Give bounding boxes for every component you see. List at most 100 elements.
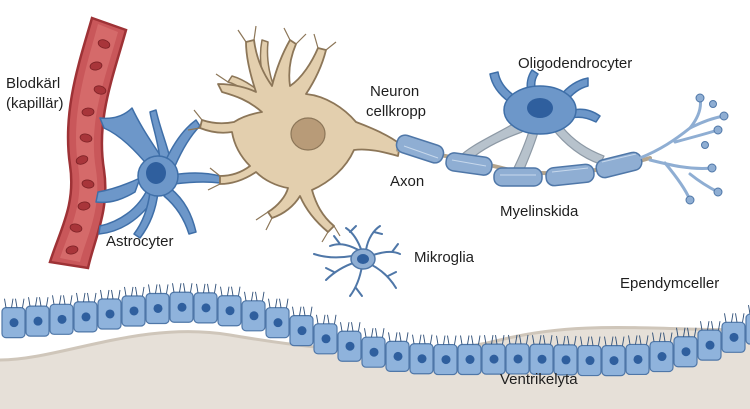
cilium [35, 297, 38, 307]
cilium [700, 321, 703, 331]
cilium [454, 335, 457, 345]
ependymal-nucleus [393, 351, 403, 361]
cilium [683, 327, 686, 337]
cilium [711, 321, 714, 331]
cilium [358, 322, 361, 332]
red-blood-cell [81, 107, 95, 117]
cilium [172, 283, 175, 293]
cilium [268, 298, 271, 308]
microglia-nucleus [357, 254, 369, 264]
cilium [628, 335, 631, 345]
cilium [203, 283, 206, 293]
cilium [207, 283, 210, 293]
cilium [478, 335, 481, 345]
ependymal-nucleus [273, 318, 283, 328]
astrocyte-process-lower-right [163, 187, 197, 235]
cilium [76, 292, 79, 302]
cilium [550, 335, 553, 345]
cilium [406, 332, 409, 342]
red-blood-cell [81, 179, 95, 189]
vessel-lumen [60, 24, 118, 262]
cilium [742, 313, 745, 323]
label-astrocyte: Astrocyter [106, 233, 174, 250]
cilium [196, 283, 199, 293]
label-oligodendrocyte: Oligodendrocyter [518, 55, 632, 72]
neuron-nucleus [290, 117, 326, 151]
cilium [598, 336, 601, 346]
cilium [676, 327, 679, 337]
ependymal-nucleus [57, 314, 67, 324]
cilium [286, 298, 289, 308]
cilium [371, 328, 374, 338]
cilium [423, 334, 426, 344]
cilium [46, 297, 49, 307]
red-blood-cell [93, 85, 107, 95]
ependymal-nucleus [585, 356, 595, 366]
cilium [622, 336, 625, 346]
ependymal-nucleus [729, 332, 739, 342]
cilium [419, 334, 422, 344]
ependymal-nucleus [321, 334, 331, 344]
cilium [52, 295, 55, 305]
cilium [28, 297, 31, 307]
cilium [334, 314, 337, 324]
label-blood-vessel-line1: Blodkärl [6, 75, 60, 92]
ependymal-nucleus [537, 354, 547, 364]
ependymal-nucleus [681, 347, 691, 357]
cilium [395, 332, 398, 342]
cilium [567, 335, 570, 345]
cilium [731, 313, 734, 323]
cilium [159, 284, 162, 294]
cilium [148, 284, 151, 294]
cilium [580, 336, 583, 346]
cilium [502, 335, 505, 345]
red-blood-cell [69, 223, 83, 233]
cilium [659, 332, 662, 342]
cilium [639, 335, 642, 345]
cilium [484, 335, 487, 345]
cilium [292, 306, 295, 316]
ependymal-cell [745, 313, 750, 345]
cilium [299, 306, 302, 316]
cilium [615, 336, 618, 346]
blood-vessel [48, 16, 128, 270]
cilium [591, 336, 594, 346]
ependymal-nucleus [369, 347, 379, 357]
ependymal-nucleus [441, 355, 451, 365]
astrocyte-process-upper-right [164, 119, 201, 167]
cilium [519, 334, 522, 345]
ependymal-nucleus [81, 312, 91, 322]
astrocyte-nucleus [146, 162, 166, 184]
ependymal-nucleus [705, 340, 715, 350]
neuron [187, 25, 401, 243]
cilium [556, 335, 559, 345]
cilium [495, 335, 498, 345]
ependymal-nucleus [153, 303, 163, 313]
ependymal-nucleus [633, 354, 643, 364]
ependymal-nucleus [609, 356, 619, 366]
red-blood-cell [79, 133, 93, 143]
myelin-segment [545, 163, 595, 187]
cilium [15, 298, 18, 308]
ependymal-nucleus [297, 326, 307, 336]
red-blood-cells [65, 39, 111, 255]
cilium [22, 298, 25, 308]
ependymal-nucleus [129, 306, 139, 316]
cilium [59, 295, 62, 305]
myelin-segment [395, 134, 445, 164]
astrocyte-process-down [133, 191, 159, 239]
ependymal-nucleus [489, 354, 499, 364]
cilium [364, 328, 367, 338]
cilium [412, 334, 415, 344]
ependymal-nucleus [225, 306, 235, 316]
cilium [508, 334, 511, 345]
myelin-segment [445, 152, 493, 176]
astrocyte-end-foot-lower [95, 177, 141, 204]
astrocyte-end-foot-upper [99, 107, 161, 169]
red-blood-cell [75, 155, 89, 165]
cilium [279, 298, 282, 308]
cilium [11, 298, 14, 308]
neuron-dendrite-branches [187, 25, 341, 243]
cilium [447, 335, 450, 345]
